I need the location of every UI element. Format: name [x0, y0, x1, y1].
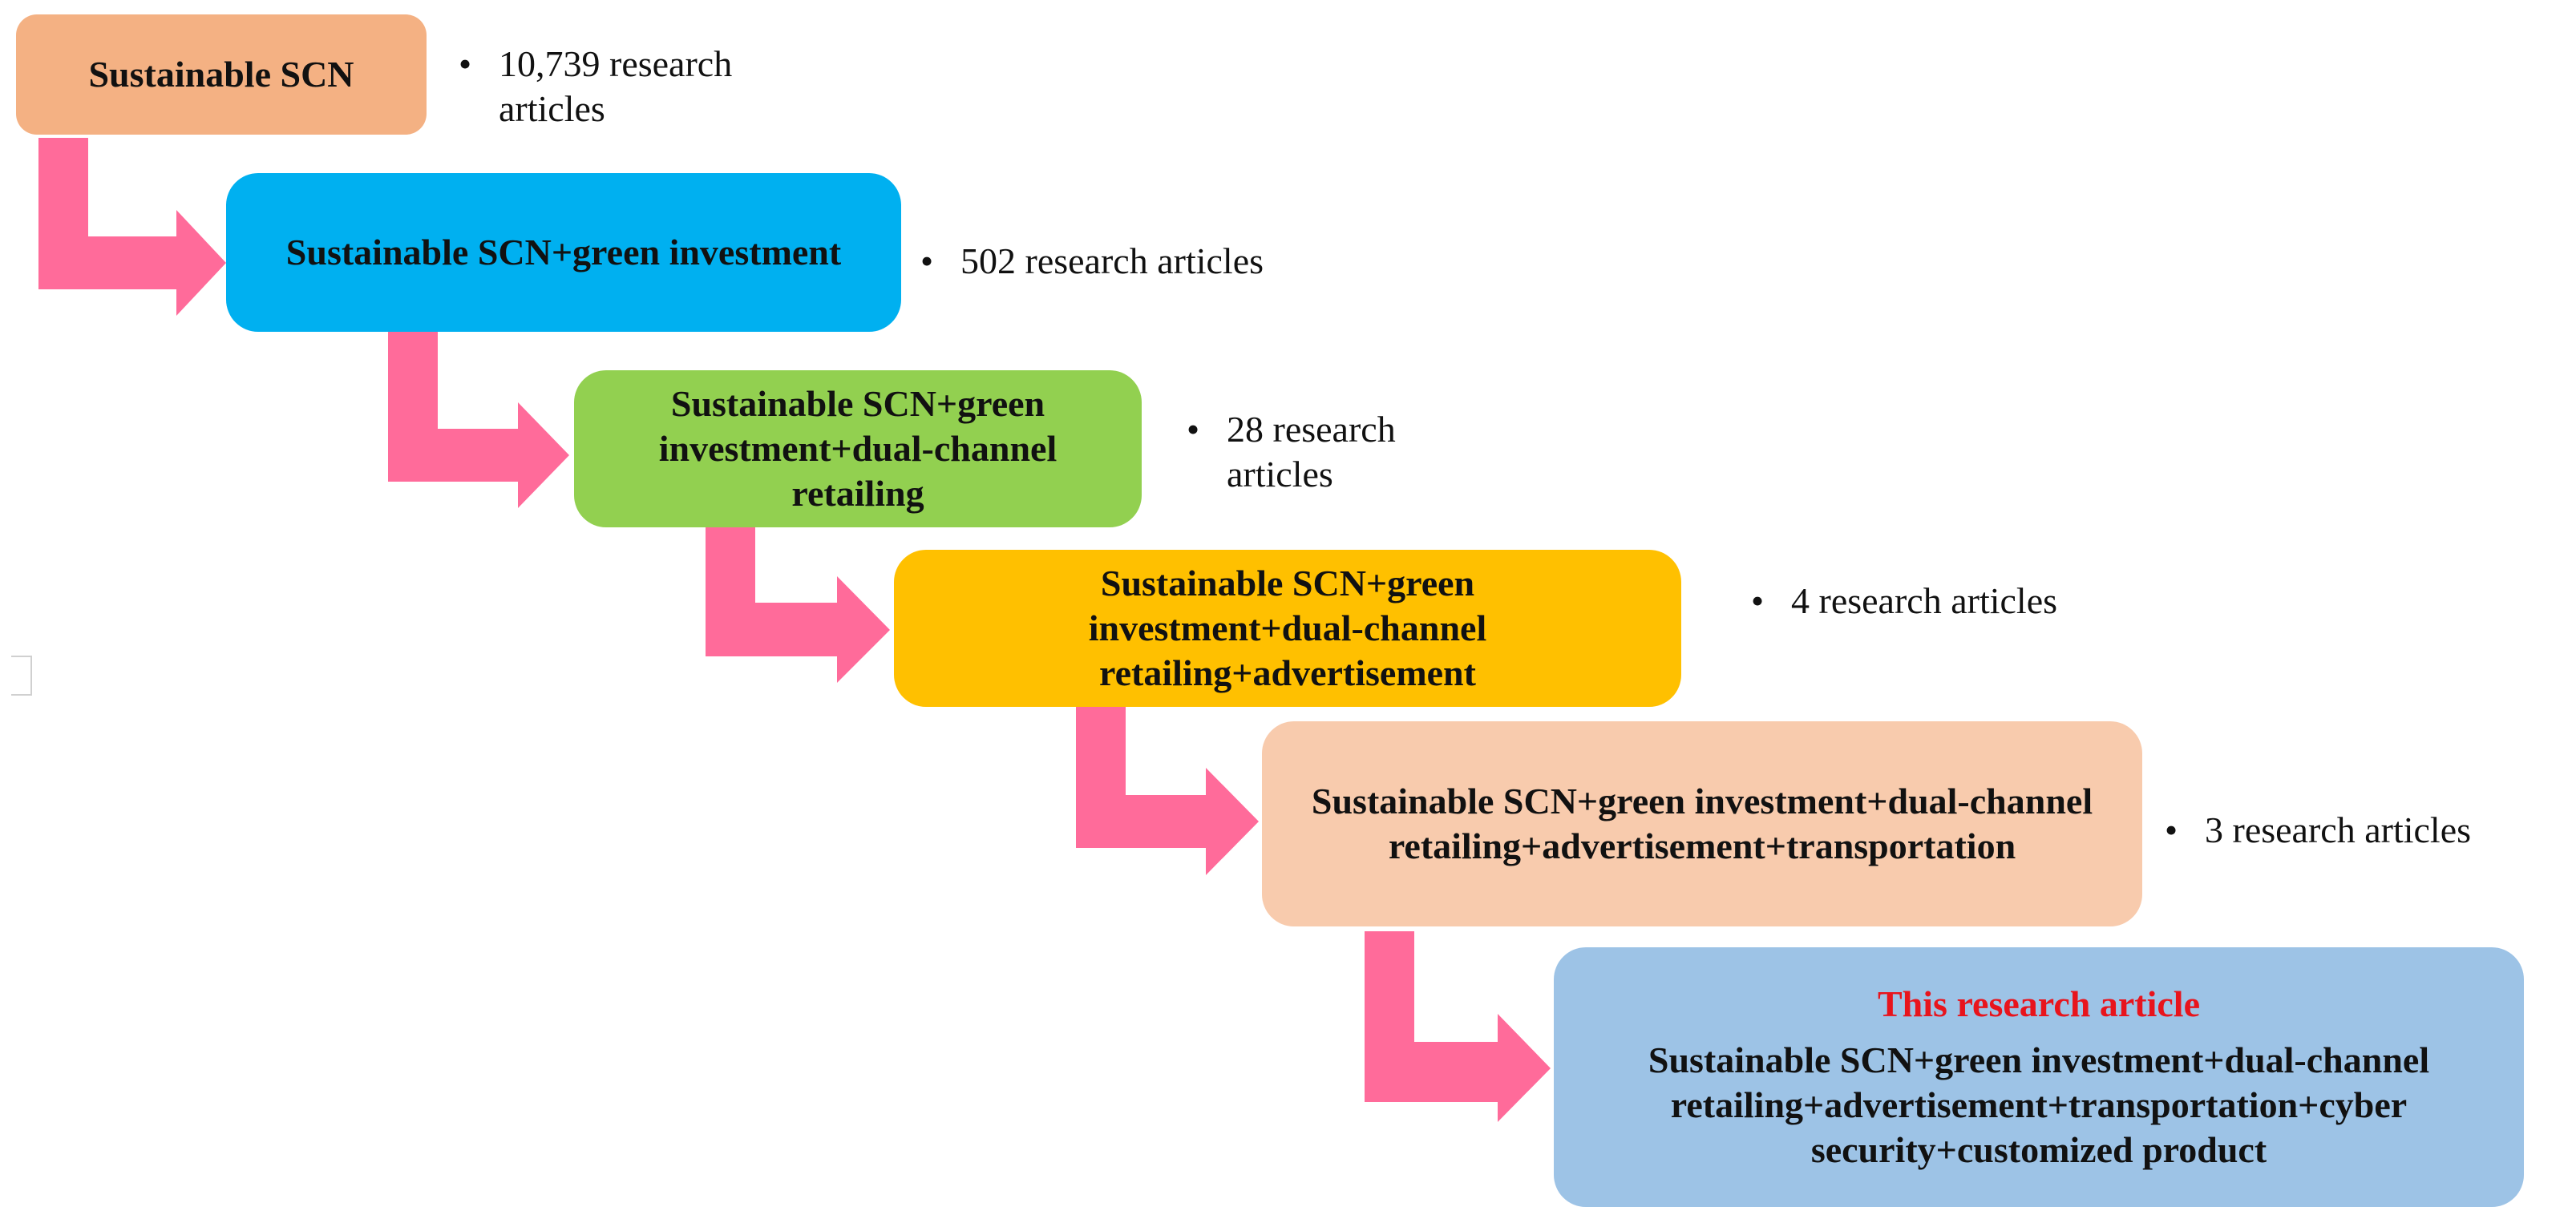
stage-5-count: • 3 research articles — [2165, 808, 2566, 853]
stage-1-count: • 10,739 research articles — [459, 42, 795, 131]
arrow-stage3-to-stage4 — [706, 525, 890, 683]
stage-4-label: Sustainable SCN+green investment+dual-ch… — [1088, 562, 1487, 694]
stage-1-box: Sustainable SCN — [16, 14, 427, 135]
arrow-stage2-to-stage3 — [388, 330, 569, 508]
arrow-stage5-to-stage6 — [1365, 931, 1551, 1122]
bullet-icon: • — [920, 240, 934, 281]
stage-1-count-text: 10,739 research articles — [499, 43, 733, 130]
stage-5-label: Sustainable SCN+green investment+dual-ch… — [1311, 780, 2093, 866]
stage-6-box: This research article Sustainable SCN+gr… — [1554, 947, 2524, 1207]
stage-1-label: Sustainable SCN — [88, 53, 354, 95]
stage-2-label: Sustainable SCN+green investment — [285, 231, 842, 272]
arrow-stage1-to-stage2 — [38, 138, 226, 316]
stage-4-count-text: 4 research articles — [1791, 580, 2058, 621]
stage-6-label: Sustainable SCN+green investment+dual-ch… — [1648, 1039, 2430, 1171]
stage-3-count: • 28 research articles — [1187, 407, 1475, 497]
stage-5-count-text: 3 research articles — [2205, 809, 2472, 850]
stage-2-count-text: 502 research articles — [960, 240, 1264, 281]
stage-5-box: Sustainable SCN+green investment+dual-ch… — [1262, 721, 2142, 926]
bullet-icon: • — [2165, 809, 2178, 850]
stage-3-count-text: 28 research articles — [1227, 409, 1396, 495]
bullet-icon: • — [459, 43, 472, 84]
arrow-stage4-to-stage5 — [1076, 704, 1259, 875]
bullet-icon: • — [1751, 580, 1765, 621]
stage-2-box: Sustainable SCN+green investment — [226, 173, 901, 332]
stage-4-count: • 4 research articles — [1751, 579, 2232, 624]
stage-3-label: Sustainable SCN+green investment+dual-ch… — [658, 382, 1057, 515]
stage-4-box: Sustainable SCN+green investment+dual-ch… — [894, 550, 1681, 707]
stage-2-count: • 502 research articles — [920, 239, 1482, 284]
edge-bracket-mark — [11, 656, 32, 696]
stage-3-box: Sustainable SCN+green investment+dual-ch… — [574, 370, 1142, 527]
bullet-icon: • — [1187, 409, 1200, 450]
stage-6-highlight: This research article — [1878, 983, 2200, 1024]
